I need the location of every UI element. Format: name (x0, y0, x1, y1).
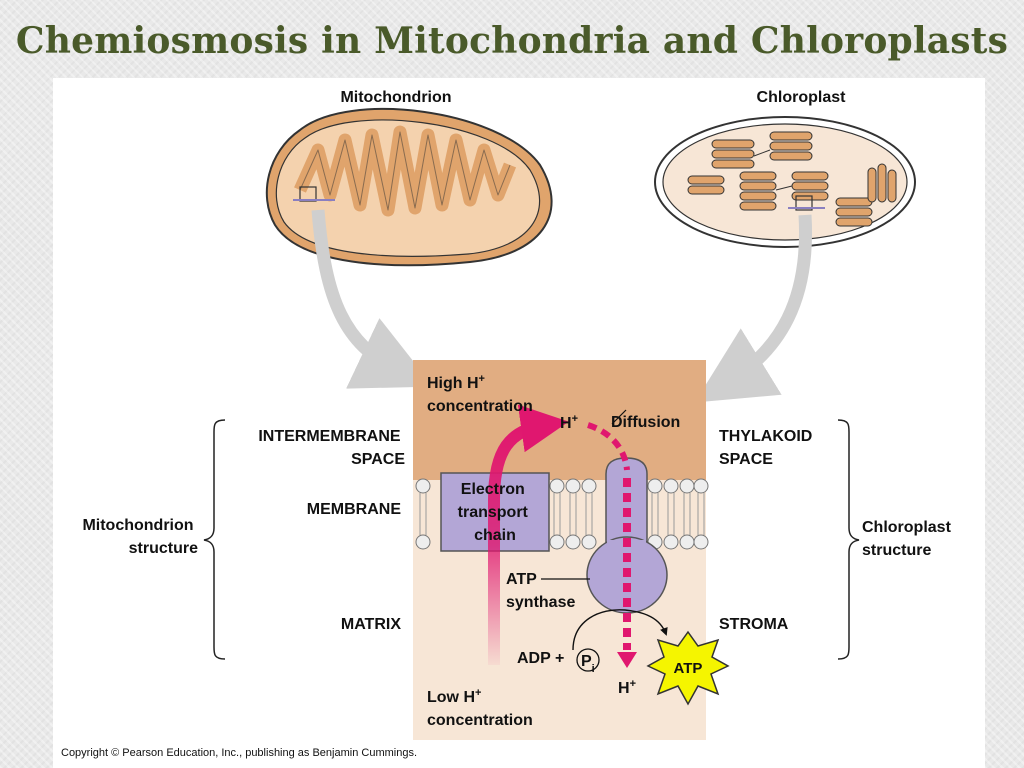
copyright-notice: Copyright © Pearson Education, Inc., pub… (61, 747, 418, 759)
chloroplast-brace (837, 419, 860, 660)
proton-pump-arrow (488, 404, 569, 665)
h-plus-top: H+ (560, 413, 578, 432)
slide-title: Chemiosmosis in Mitochondria and Chlorop… (15, 20, 1009, 62)
diffusion-label: Diffusion (611, 414, 680, 431)
pi-circle (576, 648, 600, 672)
thylakoid-space-label: THYLAKOID SPACE (719, 428, 817, 468)
membrane-label: MEMBRANE (307, 501, 402, 518)
chloroplast-zoom-arrow (694, 214, 813, 403)
atp-synthase-label: ATP synthase (506, 571, 575, 611)
stroma-label: STROMA (719, 616, 789, 633)
mitochondrion-illustration (265, 107, 553, 267)
low-h-label: Low H+ concentration (427, 683, 533, 729)
mitochondrion-brace (203, 419, 226, 660)
diffusion-pointer (611, 409, 627, 425)
mitochondrion-label: Mitochondrion (340, 89, 451, 106)
chloroplast-label: Chloroplast (757, 89, 847, 106)
chloroplast-structure-label: Chloroplast structure (862, 519, 955, 559)
chloroplast-illustration (654, 116, 916, 248)
atp-starburst (646, 630, 730, 706)
high-h-label: High H+ concentration (427, 369, 533, 415)
etc-label: Electron transport chain (458, 481, 533, 544)
intermembrane-space-label: INTERMEMBRANE SPACE (258, 428, 405, 468)
mitochondrion-structure-label: Mitochondrion structure (82, 517, 198, 557)
adp-label: ADP + (517, 650, 564, 667)
diffusion-dashes (587, 422, 630, 471)
atp-label: ATP (674, 660, 703, 677)
pi-label: Pi (581, 653, 595, 675)
mitochondrion-zoom-arrow (311, 209, 434, 389)
phospholipid-bilayer (415, 478, 709, 550)
proton-flow-arrowhead (617, 652, 637, 668)
h-plus-bottom: H+ (618, 678, 636, 697)
matrix-label: MATRIX (341, 616, 401, 633)
atp-formation-arrow (572, 609, 668, 651)
